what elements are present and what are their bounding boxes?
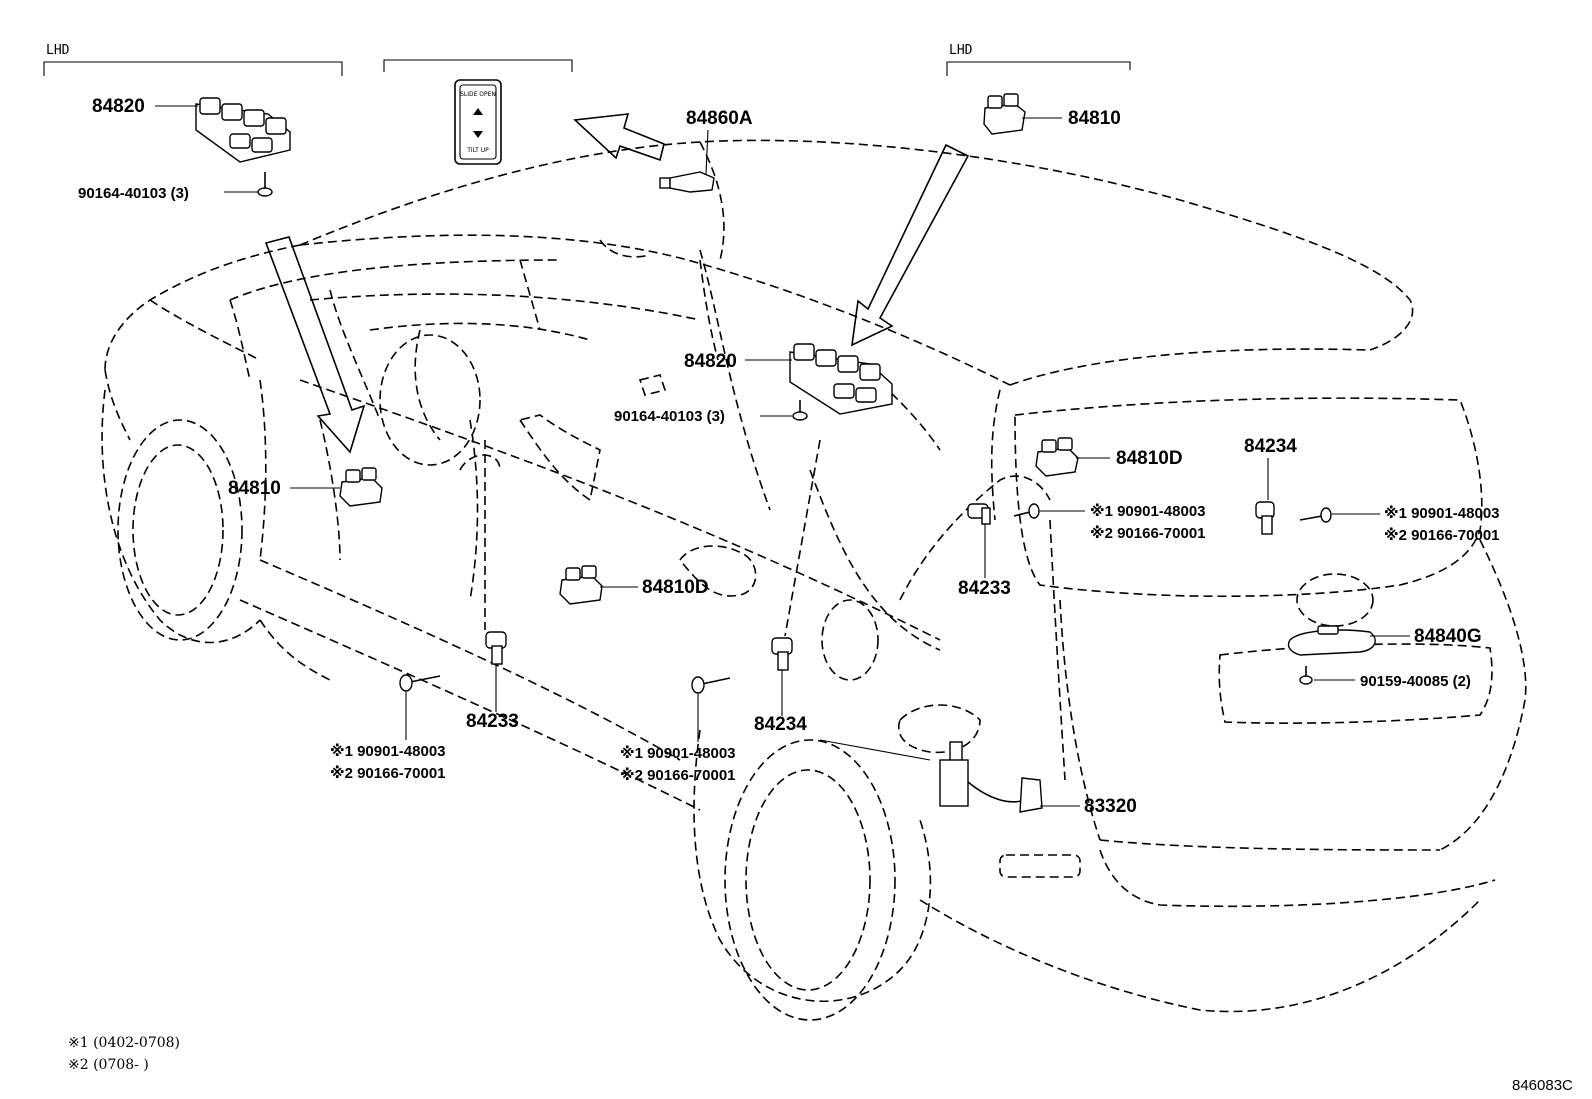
screw-ref-line: ※1 90901-48003 <box>1384 504 1500 522</box>
screw-ref-line: ※1 90901-48003 <box>330 742 446 760</box>
part-label: 83320 <box>1084 796 1137 817</box>
sunroof-switch-part-icon <box>659 171 715 193</box>
screw-icon <box>257 172 273 197</box>
part-label: 84840G <box>1414 626 1482 647</box>
part-label: 84860A <box>686 108 753 129</box>
screw-ref-line: ※2 90166-70001 <box>1384 526 1500 544</box>
part-label: 84810 <box>228 478 281 499</box>
part-label: 84820 <box>92 96 145 117</box>
fuel-sender-gauge-icon <box>939 741 1043 813</box>
part-label: 84810 <box>1068 108 1121 129</box>
arrow-icon <box>851 143 970 347</box>
power-window-master-switch-icon <box>789 343 893 415</box>
bracket-label: LHD <box>46 43 70 58</box>
screw-ref-line: ※2 90166-70001 <box>620 766 736 784</box>
screw-reference: ※1 90901-48003 ※2 90166-70001 <box>1090 502 1206 542</box>
courtesy-switch-icon <box>485 631 507 665</box>
footnote: ※2 (0708- ) <box>68 1057 149 1073</box>
bracket-lhd-left: LHD <box>43 43 343 76</box>
window-switch-icon <box>1035 437 1079 477</box>
bracket-label: LHD <box>949 43 973 58</box>
bracket-lhd-right: LHD <box>946 43 1131 76</box>
screw-reference: ※1 90901-48003 ※2 90166-70001 <box>620 744 736 784</box>
screw-reference: ※1 90901-48003 ※2 90166-70001 <box>330 742 446 782</box>
sunroof-switch-inset: SLIDE OPEN TILT UP <box>454 79 502 165</box>
back-door-opener-switch-icon <box>1287 625 1376 656</box>
screw-ref-line: ※1 90901-48003 <box>620 744 736 762</box>
courtesy-switch-icon <box>771 637 793 671</box>
part-label: 84234 <box>1244 436 1297 457</box>
part-label: 84233 <box>466 711 519 732</box>
part-label: 84810D <box>1116 448 1183 469</box>
window-switch-icon <box>339 467 383 507</box>
screw-icon <box>399 674 441 692</box>
footnote: ※1 (0402-0708) <box>68 1035 180 1051</box>
screw-ref-line: ※1 90901-48003 <box>1090 502 1206 520</box>
courtesy-switch-icon <box>1255 501 1275 535</box>
screw-ref-line: ※2 90166-70001 <box>330 764 446 782</box>
up-arrow-icon <box>473 108 483 115</box>
part-label: 90159-40085 (2) <box>1360 673 1471 690</box>
screw-ref-line: ※2 90166-70001 <box>1090 524 1206 542</box>
part-label: 84233 <box>958 578 1011 599</box>
window-switch-icon <box>983 93 1026 135</box>
part-label: 90164-40103 (3) <box>78 185 189 202</box>
down-arrow-icon <box>473 131 483 138</box>
screw-icon <box>691 676 731 694</box>
part-label: 84820 <box>684 351 737 372</box>
switch-top-text: SLIDE OPEN <box>460 91 496 98</box>
vehicle-outline <box>101 139 1527 1021</box>
bracket-center <box>383 59 573 72</box>
courtesy-switch-icon <box>967 503 991 525</box>
arrow-icon <box>264 236 366 454</box>
part-label: 84234 <box>754 714 807 735</box>
switch-bottom-text: TILT UP <box>466 147 489 154</box>
part-label: 84810D <box>642 577 709 598</box>
screw-icon <box>1299 507 1332 523</box>
screw-icon <box>1013 503 1040 519</box>
screw-icon <box>792 400 808 421</box>
screw-icon <box>1299 666 1313 685</box>
part-label: 90164-40103 (3) <box>614 408 725 425</box>
screw-reference: ※1 90901-48003 ※2 90166-70001 <box>1384 504 1500 544</box>
power-window-master-switch-icon <box>195 97 291 163</box>
diagram-code: 846083C <box>1512 1077 1573 1094</box>
window-switch-icon <box>559 565 603 605</box>
arrow-icon <box>573 113 665 162</box>
